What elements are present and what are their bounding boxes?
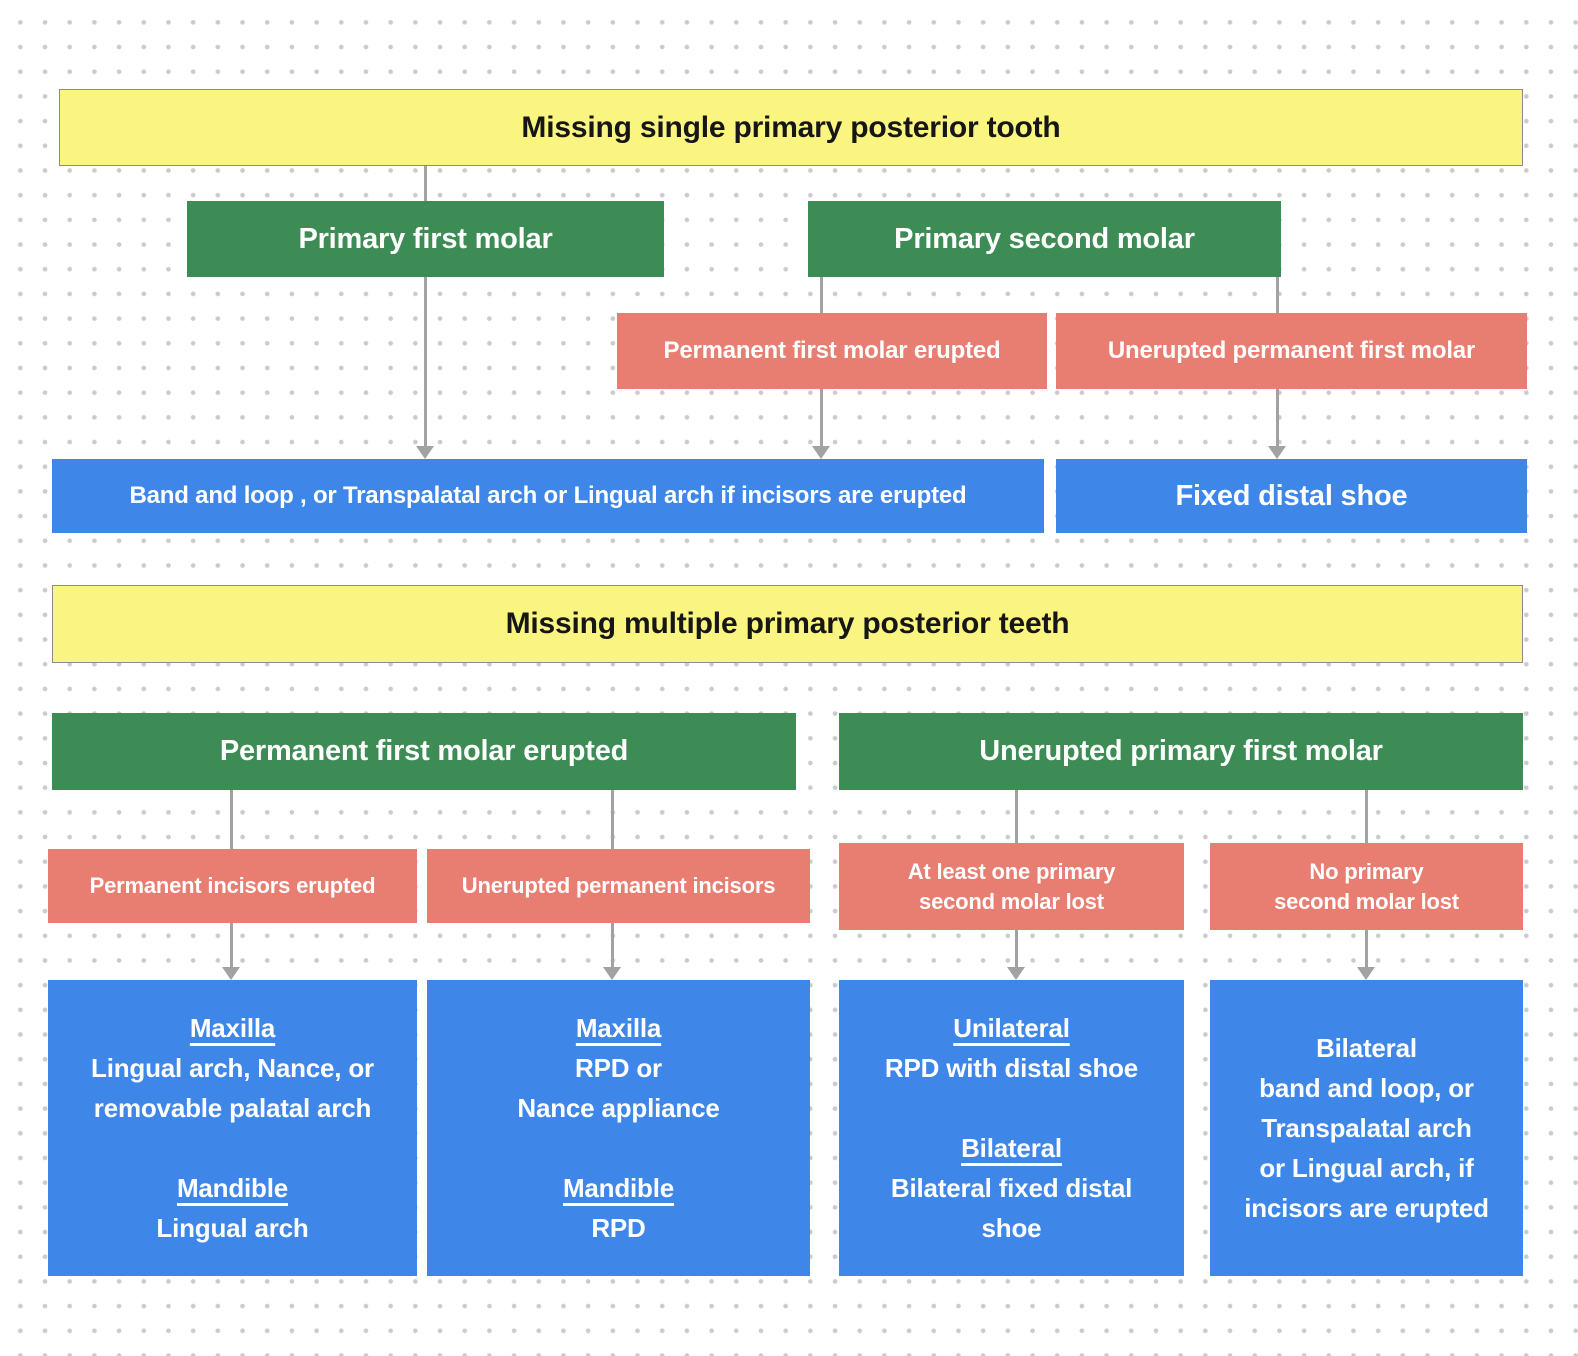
arrow-down-icon (812, 446, 830, 459)
outcome-subheading: Bilateral (961, 1133, 1062, 1163)
cond-no-primary-second-molar-lost: No primary second molar lost (1210, 843, 1523, 930)
cond-permanent-first-molar-erupted: Permanent first molar erupted (617, 313, 1047, 389)
connector-line (611, 923, 614, 967)
connector-line (1015, 930, 1018, 967)
outcome-subheading: Mandible (176, 1173, 289, 1203)
node-unerupted-primary-first-molar: Unerupted primary first molar (839, 713, 1523, 790)
outcome-text: Bilateral band and loop, or Transpalatal… (1244, 1033, 1489, 1223)
cond-at-least-one-primary-second-molar-lost: At least one primary second molar lost (839, 843, 1184, 930)
outcome-bilateral-band-and-loop: Bilateral band and loop, or Transpalatal… (1210, 980, 1523, 1276)
cond-permanent-incisors-erupted: Permanent incisors erupted (48, 849, 417, 923)
connector-line (230, 790, 233, 849)
connector-line (424, 166, 427, 201)
arrow-down-icon (1268, 446, 1286, 459)
arrow-down-icon (1357, 967, 1375, 980)
connector-line (1276, 389, 1279, 446)
connector-line (820, 277, 823, 313)
arrow-down-icon (416, 446, 434, 459)
node-primary-first-molar: Primary first molar (187, 201, 664, 277)
outcome-text: Lingual arch, Nance, or removable palata… (91, 1053, 374, 1123)
outcome-maxilla-rpd-nance: Maxilla RPD or Nance appliance Mandible … (427, 980, 810, 1276)
outcome-text: RPD (591, 1213, 646, 1243)
outcome-text: RPD or Nance appliance (517, 1053, 720, 1123)
outcome-fixed-distal-shoe: Fixed distal shoe (1056, 459, 1527, 533)
connector-line (230, 923, 233, 967)
connector-line (820, 389, 823, 446)
section2-header: Missing multiple primary posterior teeth (52, 585, 1523, 663)
connector-line (1365, 790, 1368, 843)
arrow-down-icon (603, 967, 621, 980)
outcome-subheading: Unilateral (953, 1013, 1070, 1043)
outcome-band-and-loop: Band and loop , or Transpalatal arch or … (52, 459, 1044, 533)
arrow-down-icon (222, 967, 240, 980)
outcome-text: Lingual arch (156, 1213, 309, 1243)
outcome-subheading: Maxilla (575, 1013, 662, 1043)
outcome-subheading: Mandible (562, 1173, 675, 1203)
connector-line (424, 277, 427, 446)
outcome-maxilla-lingual-arch: Maxilla Lingual arch, Nance, or removabl… (48, 980, 417, 1276)
cond-unerupted-permanent-incisors: Unerupted permanent incisors (427, 849, 810, 923)
outcome-text: Bilateral fixed distal shoe (890, 1173, 1133, 1243)
outcome-unilateral-bilateral-shoe: Unilateral RPD with distal shoe Bilatera… (839, 980, 1184, 1276)
node-primary-second-molar: Primary second molar (808, 201, 1281, 277)
arrow-down-icon (1007, 967, 1025, 980)
cond-unerupted-permanent-first-molar: Unerupted permanent first molar (1056, 313, 1527, 389)
outcome-text: RPD with distal shoe (884, 1053, 1139, 1083)
connector-line (611, 790, 614, 849)
connector-line (1015, 790, 1018, 843)
node-permanent-first-molar-erupted: Permanent first molar erupted (52, 713, 796, 790)
connector-line (1276, 277, 1279, 313)
outcome-subheading: Maxilla (189, 1013, 276, 1043)
section1-header: Missing single primary posterior tooth (59, 89, 1523, 166)
connector-line (1365, 930, 1368, 967)
